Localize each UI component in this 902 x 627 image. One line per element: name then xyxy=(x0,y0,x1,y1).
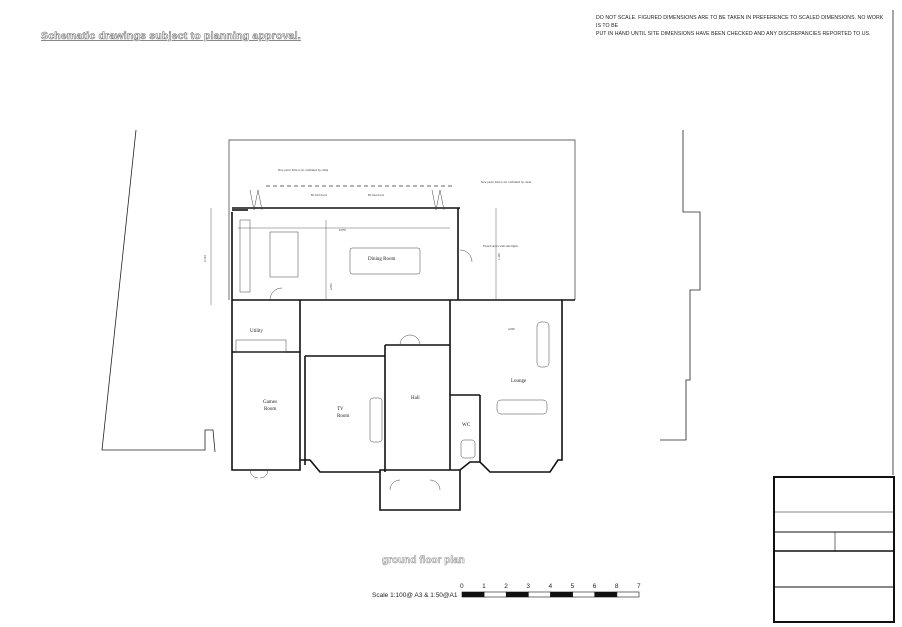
label-dining-room: Dining Room xyxy=(368,257,395,262)
scale-tick-label: 2 xyxy=(504,583,508,590)
scale-tick-label: 1 xyxy=(482,583,486,590)
fixtures xyxy=(235,189,550,491)
dimension-left: 4.194 xyxy=(203,255,207,262)
dimension-lounge: 4.000 xyxy=(508,327,515,331)
scale-tick-label: 0 xyxy=(460,583,464,590)
scale-label: Scale 1:100@ A3 & 1:50@A1 xyxy=(372,592,458,599)
dimension-width: 6.878 xyxy=(339,228,346,232)
scale-segment xyxy=(550,591,573,598)
label-tv-room-1: TV xyxy=(337,407,344,412)
site-boundary xyxy=(101,10,894,475)
room-labels: Dining Room Utility Games Room TV Room H… xyxy=(250,257,527,428)
note-line-2: PUT IN HAND UNTIL SITE DIMENSIONS HAVE B… xyxy=(596,31,871,37)
label-games-room-1: Games xyxy=(263,400,277,405)
label-tv-room-2: Room xyxy=(337,414,349,419)
disclaimer-note: DO NOT SCALE. FIGURED DIMENSIONS ARE TO … xyxy=(596,14,886,38)
planning-disclaimer: Schematic drawings subject to planning a… xyxy=(41,30,301,43)
scale-segment xyxy=(528,591,551,598)
scale-tick-label: 3 xyxy=(526,583,530,590)
scale-tick-label: 7 xyxy=(637,583,641,590)
annotation-patio-right: New patio: Kiln to be confirmed by clien… xyxy=(481,180,531,184)
annotation-bifold-2: Bi-fold doors xyxy=(368,193,385,197)
label-lounge: Lounge xyxy=(511,379,527,384)
dimension-mid: 4.902 xyxy=(329,283,333,290)
label-utility: Utility xyxy=(250,329,264,334)
scale-tick-label: 8 xyxy=(615,583,619,590)
annotation-patio-left: New patio: Kiln to be confirmed by clien… xyxy=(278,168,328,172)
scale-tick-label: 4 xyxy=(549,583,553,590)
scale-segment xyxy=(461,591,485,598)
label-hall: Hall xyxy=(411,396,420,401)
label-games-room-2: Room xyxy=(264,407,276,412)
annotations: New patio: Kiln to be confirmed by clien… xyxy=(203,168,531,331)
patio-outline xyxy=(228,139,576,300)
label-wc: WC xyxy=(462,423,471,428)
scale-segment xyxy=(483,591,507,598)
scale-tick-label: 5 xyxy=(571,583,575,590)
annotation-french-doors: French doors with side lights xyxy=(483,244,519,248)
annotation-bifold-1: Bi-fold doors xyxy=(311,193,328,197)
title-block xyxy=(773,476,895,623)
scale-segment xyxy=(572,591,596,598)
dimension-right: 1.360 xyxy=(497,253,501,260)
scale-segment xyxy=(616,591,640,598)
scale-segment xyxy=(505,591,529,598)
note-line-1: DO NOT SCALE. FIGURED DIMENSIONS ARE TO … xyxy=(596,15,884,29)
scale-bar: 0 1 2 3 4 5 6 8 7 xyxy=(460,583,641,598)
scale-tick-label: 6 xyxy=(593,583,597,590)
scale-segment xyxy=(594,591,618,598)
plan-title: ground floor plan xyxy=(382,555,465,567)
house-walls xyxy=(231,207,575,511)
